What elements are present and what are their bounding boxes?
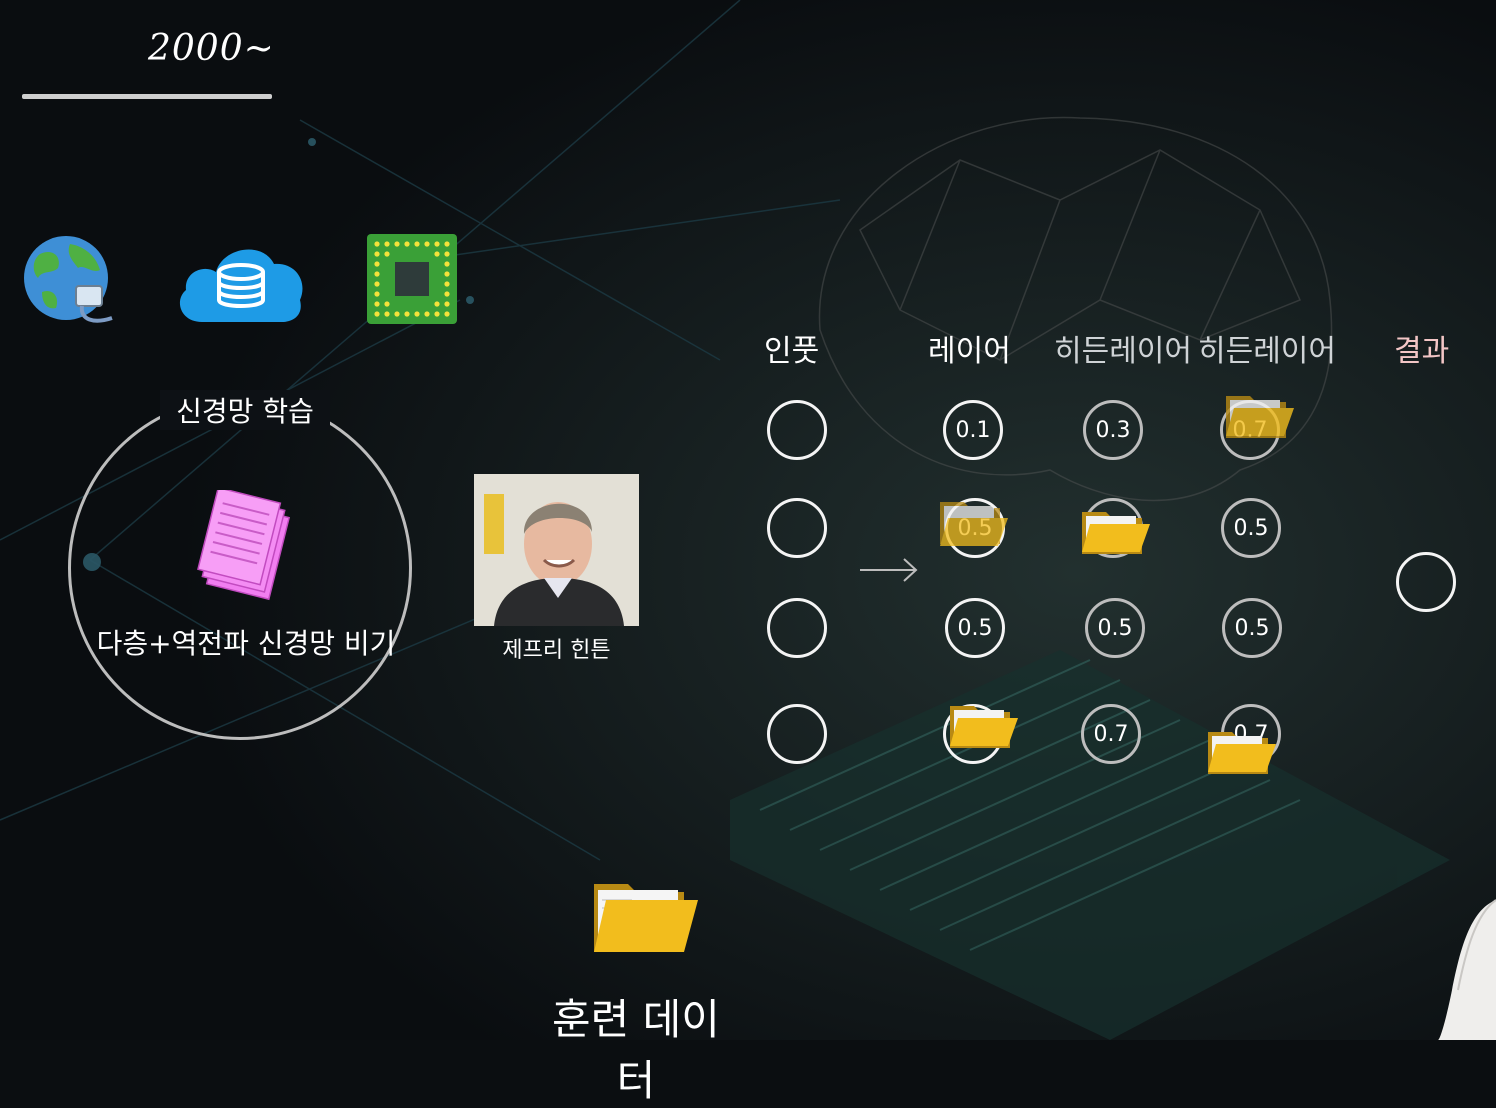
presenter-partial <box>1438 899 1496 1040</box>
output-node <box>1396 552 1456 612</box>
hidden1-node: 0.5 <box>1085 598 1145 658</box>
folder-icon <box>950 706 1018 748</box>
input-node <box>767 400 827 460</box>
folder-icon <box>1226 396 1294 438</box>
input-node <box>767 704 827 764</box>
header-output: 결과 <box>1394 334 1450 369</box>
header-layer: 레이어 <box>928 334 1011 369</box>
cloud-database-icon <box>179 249 303 322</box>
era-title: 2000~ <box>148 28 275 69</box>
globe-network-icon <box>24 236 113 323</box>
hidden2-node: 0.5 <box>1221 498 1281 558</box>
training-data-folder-icon <box>594 884 698 952</box>
header-input: 인풋 <box>764 334 820 369</box>
layer-node: 0.5 <box>945 598 1005 658</box>
layer-node: 0.1 <box>943 400 1003 460</box>
ring-label: 다층+역전파 신경망 비기 <box>96 627 396 660</box>
input-node <box>767 498 827 558</box>
hidden2-node: 0.5 <box>1222 598 1282 658</box>
input-node <box>767 598 827 658</box>
folder-icon <box>1208 732 1276 774</box>
portrait-caption: 제프리 힌튼 <box>502 638 611 663</box>
hidden1-node: 0.3 <box>1083 400 1143 460</box>
folder-icon <box>1082 512 1150 554</box>
documents-icon <box>197 490 291 601</box>
header-hidden-1: 히든레이어 <box>1054 334 1192 369</box>
portrait-photo <box>474 474 639 626</box>
arrow-right-icon <box>860 558 918 582</box>
training-data-label: 훈련 데이터 <box>552 995 720 1105</box>
era-underline <box>22 94 272 99</box>
chip-icon <box>367 234 457 324</box>
ring-title: 신경망 학습 <box>160 390 330 430</box>
header-hidden-2: 히든레이어 <box>1198 334 1336 369</box>
folder-icon <box>940 502 1008 546</box>
hidden1-node: 0.7 <box>1081 704 1141 764</box>
